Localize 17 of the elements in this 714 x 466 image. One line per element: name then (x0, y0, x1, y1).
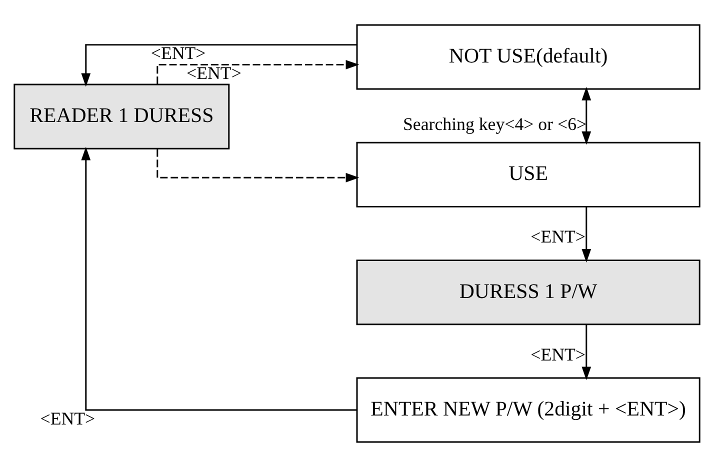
node-box: DURESS 1 P/W (356, 259, 700, 325)
node-box: USE (356, 141, 700, 207)
arrow (582, 206, 592, 262)
arrow (81, 146, 357, 410)
arrow (582, 86, 592, 144)
node-box: NOT USE(default) (356, 24, 700, 90)
arrow (156, 148, 360, 182)
arrow (156, 59, 360, 84)
edge-label: <ENT> (530, 344, 586, 364)
arrow (582, 324, 592, 380)
node-box: ENTER NEW P/W (2digit + <ENT>) (356, 376, 700, 442)
edge-label: <ENT> (530, 226, 586, 246)
edge-label: <ENT> (150, 42, 206, 63)
edge-label: <ENT> (40, 408, 96, 428)
node-box: READER 1 DURESS (14, 83, 230, 149)
arrow (81, 44, 357, 86)
edge-label: <ENT> (186, 62, 242, 82)
